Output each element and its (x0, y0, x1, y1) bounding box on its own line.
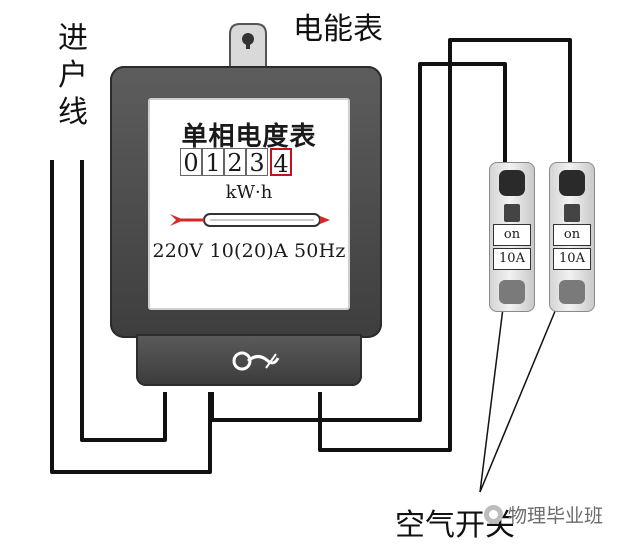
meter-unit: kW·h (225, 182, 273, 203)
watermark-text: 物理毕业班 (508, 505, 604, 527)
wechat-logo-icon (484, 505, 503, 524)
breaker-state: on (553, 224, 591, 246)
inlet-label: 进 户 线 (54, 20, 92, 131)
outlet-wire-right (318, 38, 572, 452)
meter-rating: 220V 10(20)A 50Hz (152, 240, 346, 262)
rotating-disc-icon (170, 213, 330, 227)
seal-icon (232, 351, 280, 371)
meter-title-label: 电能表 (293, 12, 383, 47)
hanger-icon (229, 23, 267, 70)
breaker-state: on (493, 224, 531, 246)
watermark: 物理毕业班 (484, 501, 603, 528)
breaker-lever[interactable] (564, 204, 580, 222)
counter-digit: 0 (180, 148, 202, 177)
air-breaker-left[interactable]: on 10A (489, 162, 535, 312)
terminal-screw-icon (559, 170, 585, 196)
counter-digit: 2 (224, 148, 246, 177)
terminal-screw-icon (499, 170, 525, 196)
inlet-wire-right (80, 160, 167, 442)
breaker-rating: 10A (493, 248, 531, 270)
breaker-lever[interactable] (504, 204, 520, 222)
inlet-char: 户 (58, 58, 88, 93)
inlet-char: 进 (58, 21, 88, 56)
outlet-wire-left (210, 62, 507, 422)
pointer-line-right (479, 291, 564, 493)
terminal-screw-icon (559, 280, 585, 304)
air-breaker-right[interactable]: on 10A (549, 162, 595, 312)
counter-digit-decimal: 4 (270, 148, 292, 178)
meter-face: 单相电度表 0 1 2 3 4 kW·h 220V 10(20)A 50Hz (148, 98, 350, 310)
counter-digit: 1 (202, 148, 224, 177)
meter-name: 单相电度表 (181, 122, 317, 152)
energy-counter: 0 1 2 3 4 (180, 148, 292, 178)
pointer-line-left (479, 291, 506, 493)
inlet-wire-left (50, 160, 212, 474)
inlet-char: 线 (58, 95, 88, 130)
terminal-screw-icon (499, 280, 525, 304)
counter-digit: 3 (246, 148, 268, 177)
breaker-rating: 10A (553, 248, 591, 270)
